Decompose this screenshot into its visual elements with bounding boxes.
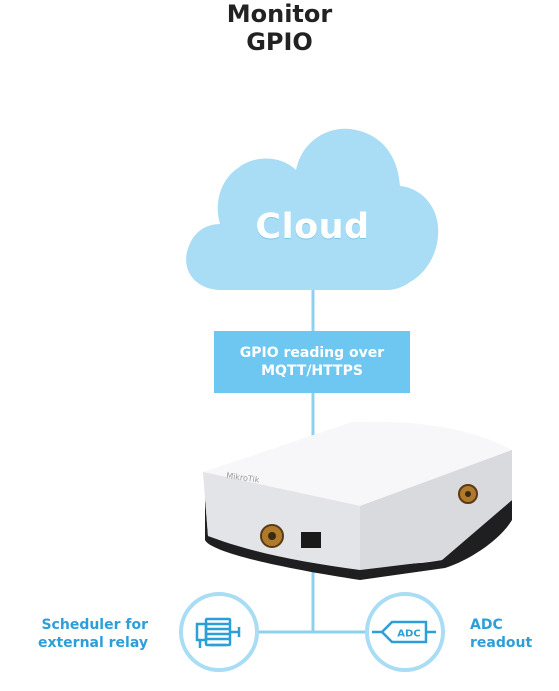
title-line-2: GPIO bbox=[246, 28, 313, 56]
gpio-reading-box: GPIO reading over MQTT/HTTPS bbox=[214, 331, 410, 393]
scheduler-label-line-2: external relay bbox=[37, 635, 148, 651]
gpio-box-line-2: MQTT/HTTPS bbox=[261, 363, 363, 379]
adc-icon-text: ADC bbox=[397, 629, 420, 640]
router-device: MikroTik bbox=[203, 421, 512, 580]
cloud-shape bbox=[186, 128, 439, 290]
scheduler-label: Scheduler for external relay bbox=[30, 616, 148, 652]
right-node: ADC bbox=[365, 592, 445, 672]
motor-icon bbox=[195, 617, 241, 648]
device-port bbox=[301, 532, 321, 548]
adc-label-line-1: ADC bbox=[470, 617, 503, 633]
adc-icon bbox=[372, 620, 436, 644]
adc-label-line-2: readout bbox=[470, 635, 533, 651]
title-line-1: Monitor bbox=[226, 0, 333, 28]
left-node bbox=[179, 592, 259, 672]
gpio-box-line-1: GPIO reading over bbox=[239, 345, 385, 361]
adc-readout-label: ADC readout bbox=[470, 616, 550, 652]
scheduler-label-line-1: Scheduler for bbox=[41, 617, 148, 633]
cloud-label: Cloud bbox=[255, 207, 370, 247]
diagram-title: Monitor GPIO bbox=[0, 0, 559, 56]
